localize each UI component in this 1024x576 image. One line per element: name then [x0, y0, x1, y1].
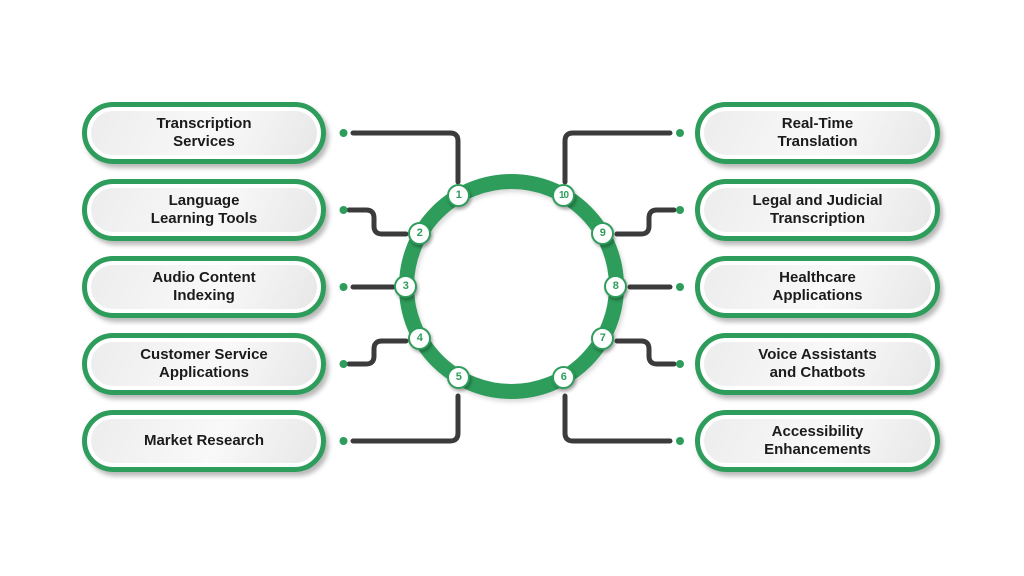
connector-left-4	[346, 338, 409, 367]
ring-node-number: 4	[416, 332, 423, 344]
ring-node-number: 5	[455, 371, 462, 383]
pill-label-line: Translation	[777, 133, 858, 150]
pill-label-line: Services	[173, 133, 235, 150]
pill-label-line: Applications	[772, 287, 863, 304]
ring-node-6: 6	[552, 366, 575, 389]
pill-label-line: Healthcare	[779, 269, 856, 286]
ring-node-number: 10	[558, 189, 569, 201]
pill-label-line: Language	[168, 192, 240, 209]
dot-left-2	[339, 206, 348, 214]
ring-node-2: 2	[408, 222, 431, 245]
ring-node-4: 4	[408, 327, 431, 350]
ring-node-number: 9	[599, 227, 606, 239]
ring-node-3: 3	[394, 275, 417, 298]
pill-voice-assistants-chatbots: Voice Assistants and Chatbots	[695, 333, 940, 395]
ring-node-number: 3	[402, 280, 409, 292]
pill-legal-judicial-transcription: Legal and Judicial Transcription	[695, 179, 940, 241]
pill-label-line: Indexing	[173, 287, 235, 304]
connector-left-5	[350, 393, 461, 444]
pill-real-time-translation: Real-Time Translation	[695, 102, 940, 164]
ring-node-number: 6	[560, 371, 567, 383]
dot-right-8	[676, 283, 684, 291]
pill-label-line: Real-Time	[781, 115, 854, 132]
ring-node-10: 10	[552, 184, 575, 207]
connector-left-1	[350, 130, 461, 185]
dot-right-6	[676, 437, 684, 445]
pill-label-line: Learning Tools	[150, 210, 258, 227]
pill-customer-service-applications: Customer Service Applications	[82, 333, 326, 395]
dot-left-1	[339, 129, 348, 137]
ring-node-9: 9	[591, 222, 614, 245]
pill-label-line: Audio Content	[152, 269, 256, 286]
dot-left-5	[339, 437, 348, 445]
dot-left-4	[339, 360, 348, 368]
connector-right-9	[614, 207, 677, 237]
center-ring	[399, 174, 624, 399]
pill-label-line: Applications	[158, 364, 249, 381]
pill-accessibility-enhancements: Accessibility Enhancements	[695, 410, 940, 472]
pill-language-learning-tools: Language Learning Tools	[82, 179, 326, 241]
dot-left-3	[339, 283, 348, 291]
pill-label-line: Transcription	[156, 115, 252, 132]
pill-label-line: Enhancements	[764, 441, 871, 458]
pill-label-line: Accessibility	[771, 423, 864, 440]
pill-healthcare-applications: Healthcare Applications	[695, 256, 940, 318]
ring-node-number: 7	[599, 332, 606, 344]
connector-right-6	[562, 393, 673, 444]
dot-right-7	[676, 360, 684, 368]
pill-label-line: Voice Assistants	[758, 346, 877, 363]
connector-left-2	[346, 207, 409, 237]
pill-transcription-services: Transcription Services	[82, 102, 326, 164]
ring-node-7: 7	[591, 327, 614, 350]
ring-node-number: 1	[455, 189, 462, 201]
ring-node-8: 8	[604, 275, 627, 298]
dot-right-10	[676, 129, 684, 137]
pill-audio-content-indexing: Audio Content Indexing	[82, 256, 326, 318]
connector-right-7	[614, 338, 677, 367]
ring-node-number: 2	[416, 227, 423, 239]
pill-label-line: Customer Service	[140, 346, 268, 363]
pill-label-line: Market Research	[143, 432, 265, 449]
pill-label-line: Transcription	[769, 210, 866, 227]
ring-node-5: 5	[447, 366, 470, 389]
pill-label-line: and Chatbots	[769, 364, 866, 381]
connector-right-10	[562, 130, 673, 185]
pill-label-line: Legal and Judicial	[752, 192, 883, 209]
ring-node-number: 8	[612, 280, 619, 292]
ring-node-1: 1	[447, 184, 470, 207]
dot-right-9	[676, 206, 684, 214]
pill-market-research: Market Research	[82, 410, 326, 472]
